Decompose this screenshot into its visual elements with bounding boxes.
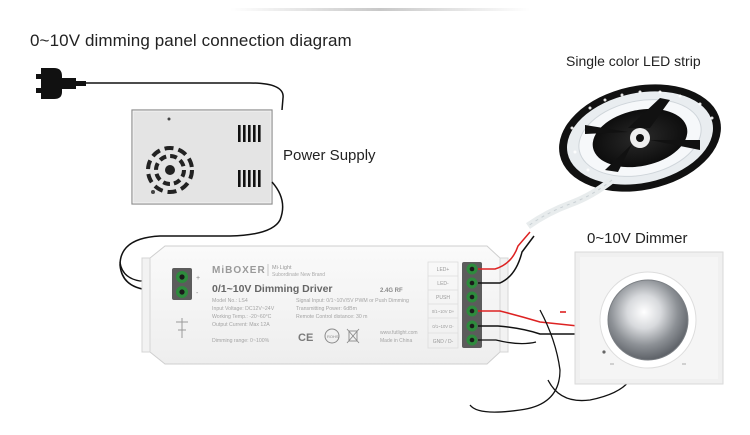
dimmer-dplus-wire — [478, 310, 579, 327]
power-supply-unit — [131, 109, 273, 205]
fan-vent-icon — [146, 146, 194, 194]
driver-made-in: Made in China — [380, 338, 412, 344]
dimmer-label: 0~10V Dimmer — [587, 230, 688, 247]
terminal-label-gnd: GND / D- — [433, 339, 454, 345]
terminal-label-dplus: 0/1~10V D+ — [432, 309, 455, 314]
right-terminal-block — [462, 262, 482, 348]
driver-website: www.futlight.com — [380, 330, 418, 336]
terminal-label-led-minus: LED- — [437, 281, 449, 287]
dimmer-knob-icon — [608, 280, 688, 360]
spec-right-1: Transmitting Power: 6dBm — [296, 306, 357, 312]
spec-left-4: Dimming range: 0~100% — [212, 338, 270, 344]
left-terminal-plus-label: + — [196, 275, 200, 282]
spec-left-2: Working Temp.: -20~60°C — [212, 314, 272, 320]
spec-left-3: Output Current: Max 12A — [212, 322, 270, 328]
led-strip-reel — [559, 84, 721, 192]
dimmer-dminus-wire — [478, 325, 578, 335]
driver-name: 0/1~10V Dimming Driver — [212, 283, 333, 295]
weee-bin-icon — [346, 328, 360, 344]
driver-brand-sub-2: Subordinate New Brand — [272, 272, 325, 278]
terminal-label-push: PUSH — [436, 295, 450, 301]
vent-slots-bottom — [238, 170, 261, 187]
terminal-label-column: LED+ LED- PUSH 0/1~10V D+ 0/1~10V D- GND… — [427, 261, 459, 349]
dimmer-panel — [574, 251, 724, 385]
diagram-title: 0~10V dimming panel connection diagram — [30, 31, 352, 50]
driver-brand-sub-1: Mi·Light — [272, 265, 292, 271]
led-minus-wire — [478, 235, 535, 284]
spec-right-2: Remote Control distance: 30 m — [296, 314, 368, 320]
driver-rf: 2.4G RF — [380, 288, 403, 294]
power-supply-label: Power Supply — [283, 147, 376, 164]
left-terminal-minus-label: - — [196, 290, 199, 297]
terminal-label-led-plus: LED+ — [437, 267, 450, 273]
driver-brand: MiBOXER — [212, 265, 266, 276]
psu-output-cable — [119, 181, 284, 292]
top-divider — [230, 8, 530, 11]
ce-mark: CE — [298, 332, 313, 344]
spec-left-0: Model No.: LS4 — [212, 298, 248, 304]
spec-left-1: Input Voltage: DC12V~24V — [212, 306, 275, 312]
rohs-mark-label: ROHS — [327, 334, 339, 339]
power-plug-icon — [36, 68, 86, 99]
led-strip-tail — [525, 177, 615, 229]
plug-cable — [86, 82, 284, 111]
rohs-mark-icon — [324, 328, 340, 344]
terminal-label-dminus: 0/1~10V D- — [432, 324, 454, 329]
vent-slots-top — [238, 125, 261, 142]
left-terminal-block: + - — [172, 268, 200, 300]
dimming-driver: + - MiBOXER Mi·Light Subordinate New Bra… — [141, 245, 509, 365]
led-strip-label: Single color LED strip — [566, 53, 701, 69]
spec-right-0: Signal Input: 0/1~10V/5V PWM or Push Dim… — [296, 298, 409, 304]
led-plus-wire — [478, 231, 531, 270]
dimmer-loop-cable — [469, 309, 561, 413]
